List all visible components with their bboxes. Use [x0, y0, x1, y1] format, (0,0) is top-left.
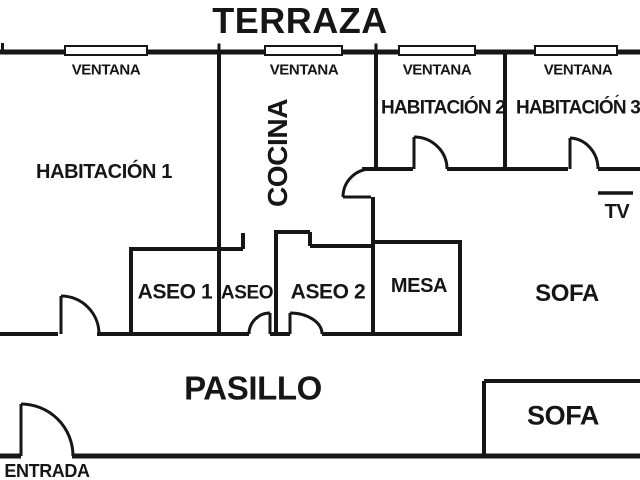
room-label-cocina: COCINA: [262, 98, 293, 208]
window-label-1: VENTANA: [71, 61, 141, 79]
sofa-hall-label: SOFA: [527, 400, 599, 431]
room-label-aseo1: ASEO 1: [137, 280, 213, 304]
door-habitacion2: [412, 135, 449, 170]
room-label-habitacion2: HABITACIÓN 2: [380, 97, 506, 119]
door-entry: [19, 402, 75, 457]
interior-walls-horizontal: [0, 167, 640, 336]
terrace-label: TERRAZA: [212, 0, 388, 41]
entrance-label: ENTRADA: [4, 461, 90, 480]
window-icon: [64, 45, 618, 56]
sofa-hall-outline: [482, 379, 640, 456]
room-label-habitacion3: HABITACIÓN 3: [515, 97, 640, 119]
door-habitacion1: [59, 294, 101, 335]
wall-junction-ticks: [1, 43, 378, 52]
table-label: MESA: [390, 275, 448, 297]
window-label-3: VENTANA: [402, 61, 472, 79]
tv-label: TV: [604, 201, 630, 223]
door-aseo2: [288, 311, 324, 335]
window-label-4: VENTANA: [543, 61, 613, 79]
stray-tick-mark: ´: [614, 92, 620, 110]
sofa-living-label: SOFA: [535, 280, 599, 307]
door-cocina: [341, 167, 372, 199]
hallway-label: PASILLO: [184, 369, 322, 407]
window-label-2: VENTANA: [269, 61, 339, 79]
door-habitacion3: [568, 136, 600, 170]
room-label-aseo2: ASEO 2: [290, 280, 366, 304]
door-aseo: [247, 311, 272, 335]
interior-walls-vertical: [129, 52, 507, 336]
room-label-aseo: ASEO: [220, 282, 274, 304]
room-label-habitacion1: HABITACIÓN 1: [36, 161, 172, 183]
